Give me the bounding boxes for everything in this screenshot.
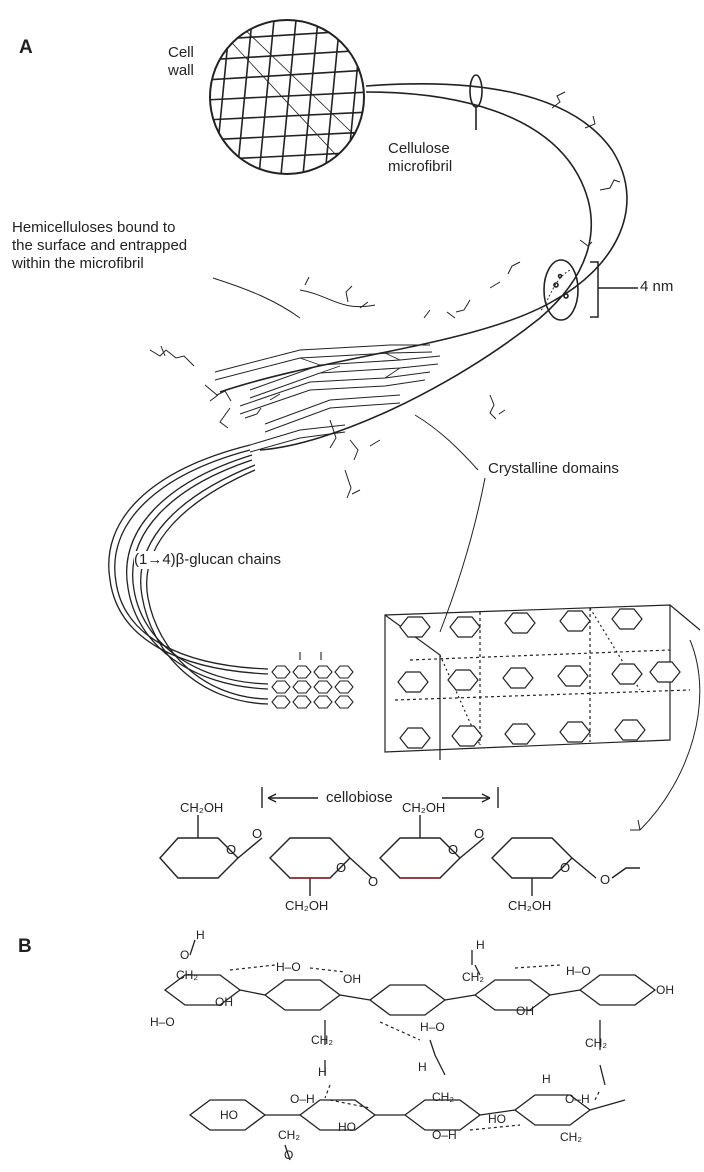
ring-oxygen-label: O	[448, 842, 458, 857]
microfibril-band	[220, 75, 627, 450]
hexagon-rows	[272, 652, 353, 708]
glycosidic-oxygen-label: O	[474, 826, 484, 841]
panel-label-a: A	[19, 37, 33, 59]
ch2oh-label: CH₂OH	[402, 800, 445, 815]
hydroxyl-label: OH	[516, 1004, 534, 1018]
ho-label: HO	[220, 1108, 238, 1122]
hydrogen-bonds	[230, 965, 600, 1130]
cell-wall-label: Cell wall	[168, 44, 194, 80]
ch2-label: CH₂	[432, 1090, 454, 1104]
four-nm-label: 4 nm	[640, 278, 673, 296]
hydroxyl-label: OH	[215, 995, 233, 1009]
ch2-label: CH₂	[560, 1130, 582, 1144]
hydrogen-label: H	[196, 928, 205, 942]
h-o-label: H–O	[566, 964, 591, 978]
hydrogen-label: H	[418, 1060, 427, 1074]
ring-oxygen-label: O	[336, 860, 346, 875]
cellobiose-label: cellobiose	[326, 789, 393, 807]
o-h-label: O–H	[432, 1128, 457, 1142]
glycosidic-oxygen-label: O	[368, 874, 378, 889]
glycosidic-oxygen-label: O	[252, 826, 262, 841]
o-h-label: O–H	[565, 1092, 590, 1106]
panel-label-b: B	[18, 936, 32, 958]
ring-oxygen-label: O	[226, 842, 236, 857]
h-o-label: H–O	[276, 960, 301, 974]
four-nm-bracket	[590, 262, 638, 317]
ch2oh-label: CH₂OH	[180, 800, 223, 815]
hydroxyl-label: OH	[343, 972, 361, 986]
ring-oxygen-label: O	[560, 860, 570, 875]
ch2-label: CH₂	[462, 970, 484, 984]
oxygen-label: O	[284, 1148, 293, 1162]
leader-lines	[213, 278, 700, 830]
glucan-chains	[109, 445, 268, 704]
hydrogen-label: H	[318, 1065, 327, 1079]
cell-wall-circle	[205, 20, 370, 175]
hydroxyl-label: OH	[656, 983, 674, 997]
oxygen-label: O	[180, 948, 189, 962]
ch2-label: CH₂	[278, 1128, 300, 1142]
o-h-label: O–H	[290, 1092, 315, 1106]
ho-label: HO	[488, 1112, 506, 1126]
ch2-label: CH₂	[585, 1036, 607, 1050]
crystal-lattice-box	[385, 605, 700, 760]
glucan-chains-label: (1→4)β-glucan chains	[134, 551, 281, 569]
h-o-label: H–O	[420, 1020, 445, 1034]
hydrogen-label: H	[476, 938, 485, 952]
ch2oh-label: CH₂OH	[508, 898, 551, 913]
ch2-label: CH₂	[176, 968, 198, 982]
hydrogen-label: H	[542, 1072, 551, 1086]
ch2oh-label: CH₂OH	[285, 898, 328, 913]
glycosidic-oxygen-label: O	[600, 872, 610, 887]
h-o-label: H–O	[150, 1015, 175, 1029]
cellulose-microfibril-label: Cellulose microfibril	[388, 140, 452, 176]
hemicelluloses-label: Hemicelluloses bound to the surface and …	[12, 219, 187, 273]
ch2-label: CH₂	[311, 1033, 333, 1047]
crystalline-domains-label: Crystalline domains	[488, 460, 619, 478]
ho-label: HO	[338, 1120, 356, 1134]
